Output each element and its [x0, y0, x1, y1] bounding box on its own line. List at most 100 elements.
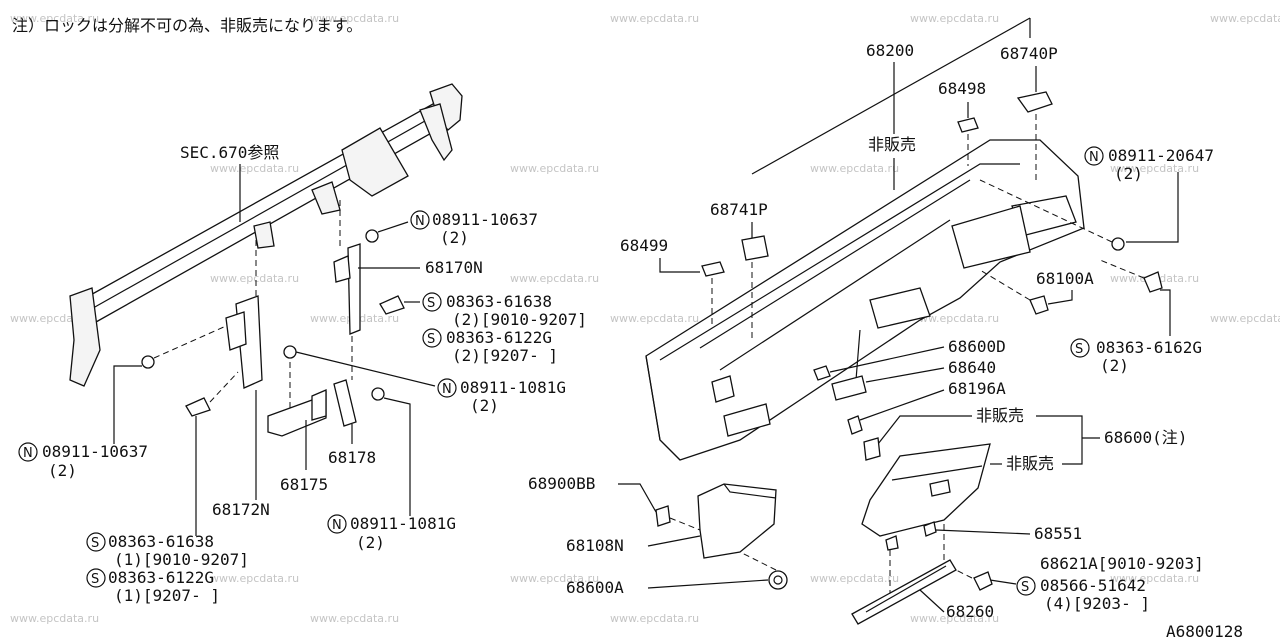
label-08911-1081g-upper: 08911-1081G — [460, 378, 566, 397]
nut-icon — [141, 355, 155, 369]
qty-08363-6122g-upper: (2)[9207- ] — [452, 346, 558, 365]
watermark: www.epcdata.ru — [10, 612, 99, 625]
s-circle-icon — [422, 328, 442, 348]
stopper-icon — [885, 535, 899, 551]
bracket-68170n — [333, 200, 361, 335]
watermark: www.epcdata.ru — [310, 612, 399, 625]
s-circle-icon — [1016, 576, 1036, 596]
watermark: www.epcdata.ru — [510, 572, 599, 585]
glove-box — [861, 443, 991, 537]
s-circle-icon — [86, 568, 106, 588]
label-68260: 68260 — [946, 602, 994, 621]
label-08911-1081g-lower: 08911-1081G — [350, 514, 456, 533]
label-hihanbai-3: 非販売 — [1006, 454, 1054, 473]
watermark: www.epcdata.ru — [810, 162, 899, 175]
qty-08911-20647: (2) — [1114, 164, 1143, 183]
watermark: www.epcdata.ru — [910, 612, 999, 625]
clip-icon — [655, 505, 671, 527]
screw-icon — [847, 415, 863, 435]
n-circle-icon — [1084, 146, 1104, 166]
nut-icon — [371, 387, 385, 401]
label-08363-6122g-upper: 08363-6122G — [446, 328, 552, 347]
label-08911-10637-upper: 08911-10637 — [432, 210, 538, 229]
watermark: www.epcdata.ru — [1210, 312, 1280, 325]
watermark: www.epcdata.ru — [910, 12, 999, 25]
qty-08911-10637-lower: (2) — [48, 461, 77, 480]
n-circle-icon — [327, 514, 347, 534]
label-68108n: 68108N — [566, 536, 624, 555]
label-68170n: 68170N — [425, 258, 483, 277]
label-68551: 68551 — [1034, 524, 1082, 543]
stopper-icon — [923, 521, 937, 537]
watermark: www.epcdata.ru — [310, 12, 399, 25]
label-68200: 68200 — [866, 41, 914, 60]
lower-cover-68260 — [851, 559, 957, 625]
watermark: www.epcdata.ru — [610, 612, 699, 625]
watermark: www.epcdata.ru — [510, 272, 599, 285]
watermark: www.epcdata.ru — [810, 572, 899, 585]
n-prefix: N — [332, 518, 342, 533]
label-68172n: 68172N — [212, 500, 270, 519]
label-68100a: 68100A — [1036, 269, 1094, 288]
watermark: www.epcdata.ru — [510, 162, 599, 175]
s-prefix: S — [1021, 580, 1029, 595]
label-68740p: 68740P — [1000, 44, 1058, 63]
nut-icon — [365, 229, 379, 243]
qty-08363-61638-upper: (2)[9010-9207] — [452, 310, 587, 329]
watermark: www.epcdata.ru — [610, 12, 699, 25]
label-68621a: 68621A[9010-9203] — [1040, 554, 1204, 573]
label-hihanbai-1: 非販売 — [868, 135, 916, 154]
watermark: www.epcdata.ru — [910, 312, 999, 325]
screw-icon — [973, 571, 993, 591]
n-prefix: N — [23, 446, 33, 461]
label-68600-chu: 68600(注) — [1104, 428, 1187, 447]
qty-08566-51642: (4)[9203- ] — [1044, 594, 1150, 613]
switch-panel-icon — [831, 375, 867, 401]
n-circle-icon — [410, 210, 430, 230]
grommet-icon — [768, 570, 788, 590]
bolt-icon — [379, 295, 405, 315]
s-prefix: S — [427, 296, 435, 311]
s-circle-icon — [86, 532, 106, 552]
label-68640: 68640 — [948, 358, 996, 377]
watermark: www.epcdata.ru — [10, 12, 99, 25]
label-68178: 68178 — [328, 448, 376, 467]
watermark: www.epcdata.ru — [1110, 162, 1199, 175]
clip-icon — [701, 261, 725, 277]
n-prefix: N — [1089, 150, 1099, 165]
label-08911-20647: 08911-20647 — [1108, 146, 1214, 165]
watermarks: www.epcdata.ru www.epcdata.ru www.epcdat… — [10, 12, 1280, 625]
s-prefix: S — [427, 332, 435, 347]
n-prefix: N — [415, 214, 425, 229]
watermark: www.epcdata.ru — [210, 162, 299, 175]
qty-08363-6162g: (2) — [1100, 356, 1129, 375]
s-prefix: S — [91, 536, 99, 551]
qty-08363-61638-lower: (1)[9010-9207] — [114, 550, 249, 569]
lock-icon — [863, 437, 881, 461]
vent-cover-icon — [1016, 91, 1053, 113]
label-08363-61638-upper: 08363-61638 — [446, 292, 552, 311]
label-08566-51642: 08566-51642 — [1040, 576, 1146, 595]
nut-icon — [1111, 237, 1125, 251]
label-08363-61638-lower: 08363-61638 — [108, 532, 214, 551]
s-circle-icon — [1070, 338, 1090, 358]
instrument-panel — [645, 139, 1085, 461]
label-68600d: 68600D — [948, 337, 1006, 356]
vent-cover-icon — [741, 235, 769, 261]
n-prefix: N — [442, 382, 452, 397]
bolt-icon — [1143, 271, 1163, 293]
steering-member — [69, 83, 463, 387]
bracket-68178 — [333, 336, 357, 427]
bolt-icon — [185, 397, 211, 417]
diagram-code: A6800128 — [1166, 622, 1243, 640]
label-sec670: SEC.670参照 — [180, 143, 279, 162]
side-cover-68108n — [697, 483, 777, 559]
label-hihanbai-2: 非販売 — [976, 406, 1024, 425]
s-prefix: S — [1075, 342, 1083, 357]
n-circle-icon — [437, 378, 457, 398]
label-68499: 68499 — [620, 236, 668, 255]
bracket-68172n — [225, 240, 263, 389]
qty-08363-6122g-lower: (1)[9207- ] — [114, 586, 220, 605]
label-08363-6122g-lower: 08363-6122G — [108, 568, 214, 587]
